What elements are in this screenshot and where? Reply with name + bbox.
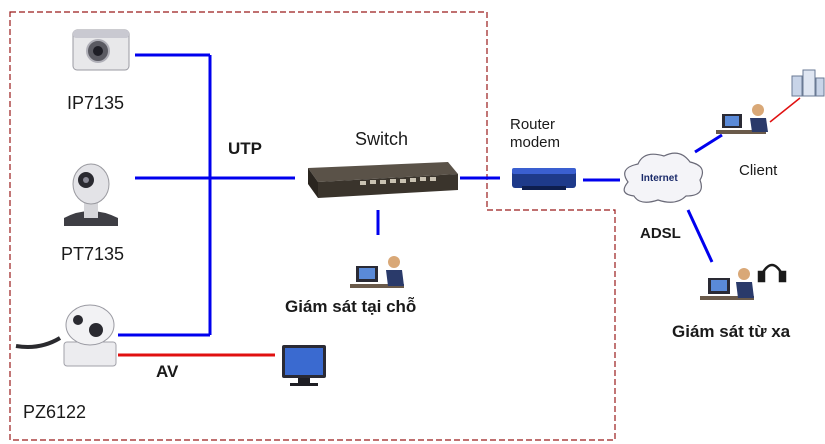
label-ip7135: IP7135 [67,93,125,113]
router-icon [512,168,576,190]
label-remote-monitoring: Giám sát từ xa [672,322,791,341]
internet-cloud-icon [623,152,703,203]
label-local-monitoring: Giám sát tại chỗ [285,297,417,316]
label-utp: UTP [228,139,262,158]
label-pz6122: PZ6122 [23,402,87,422]
label-av: AV [156,362,179,381]
label-adsl: ADSL [640,225,681,242]
server-building-icon [791,69,825,97]
headphones-icon [757,263,787,283]
pz-camera-icon [15,304,117,367]
ptz-camera-icon [64,163,118,226]
switch-icon [308,162,458,198]
ip-camera-icon [72,29,130,71]
label-client: Client [739,162,778,179]
label-internet: Internet [641,173,678,184]
server-link [769,97,801,123]
local-site-boundary [9,11,616,441]
label-pt7135: PT7135 [61,244,125,264]
remote-station-icon [700,268,754,300]
label-switch: Switch [355,129,409,149]
network-links [118,53,723,337]
client-station-icon [716,104,768,134]
monitor-icon [282,345,326,386]
local-monitor-station-icon [350,256,404,288]
label-router-modem: Router modem [510,116,561,151]
